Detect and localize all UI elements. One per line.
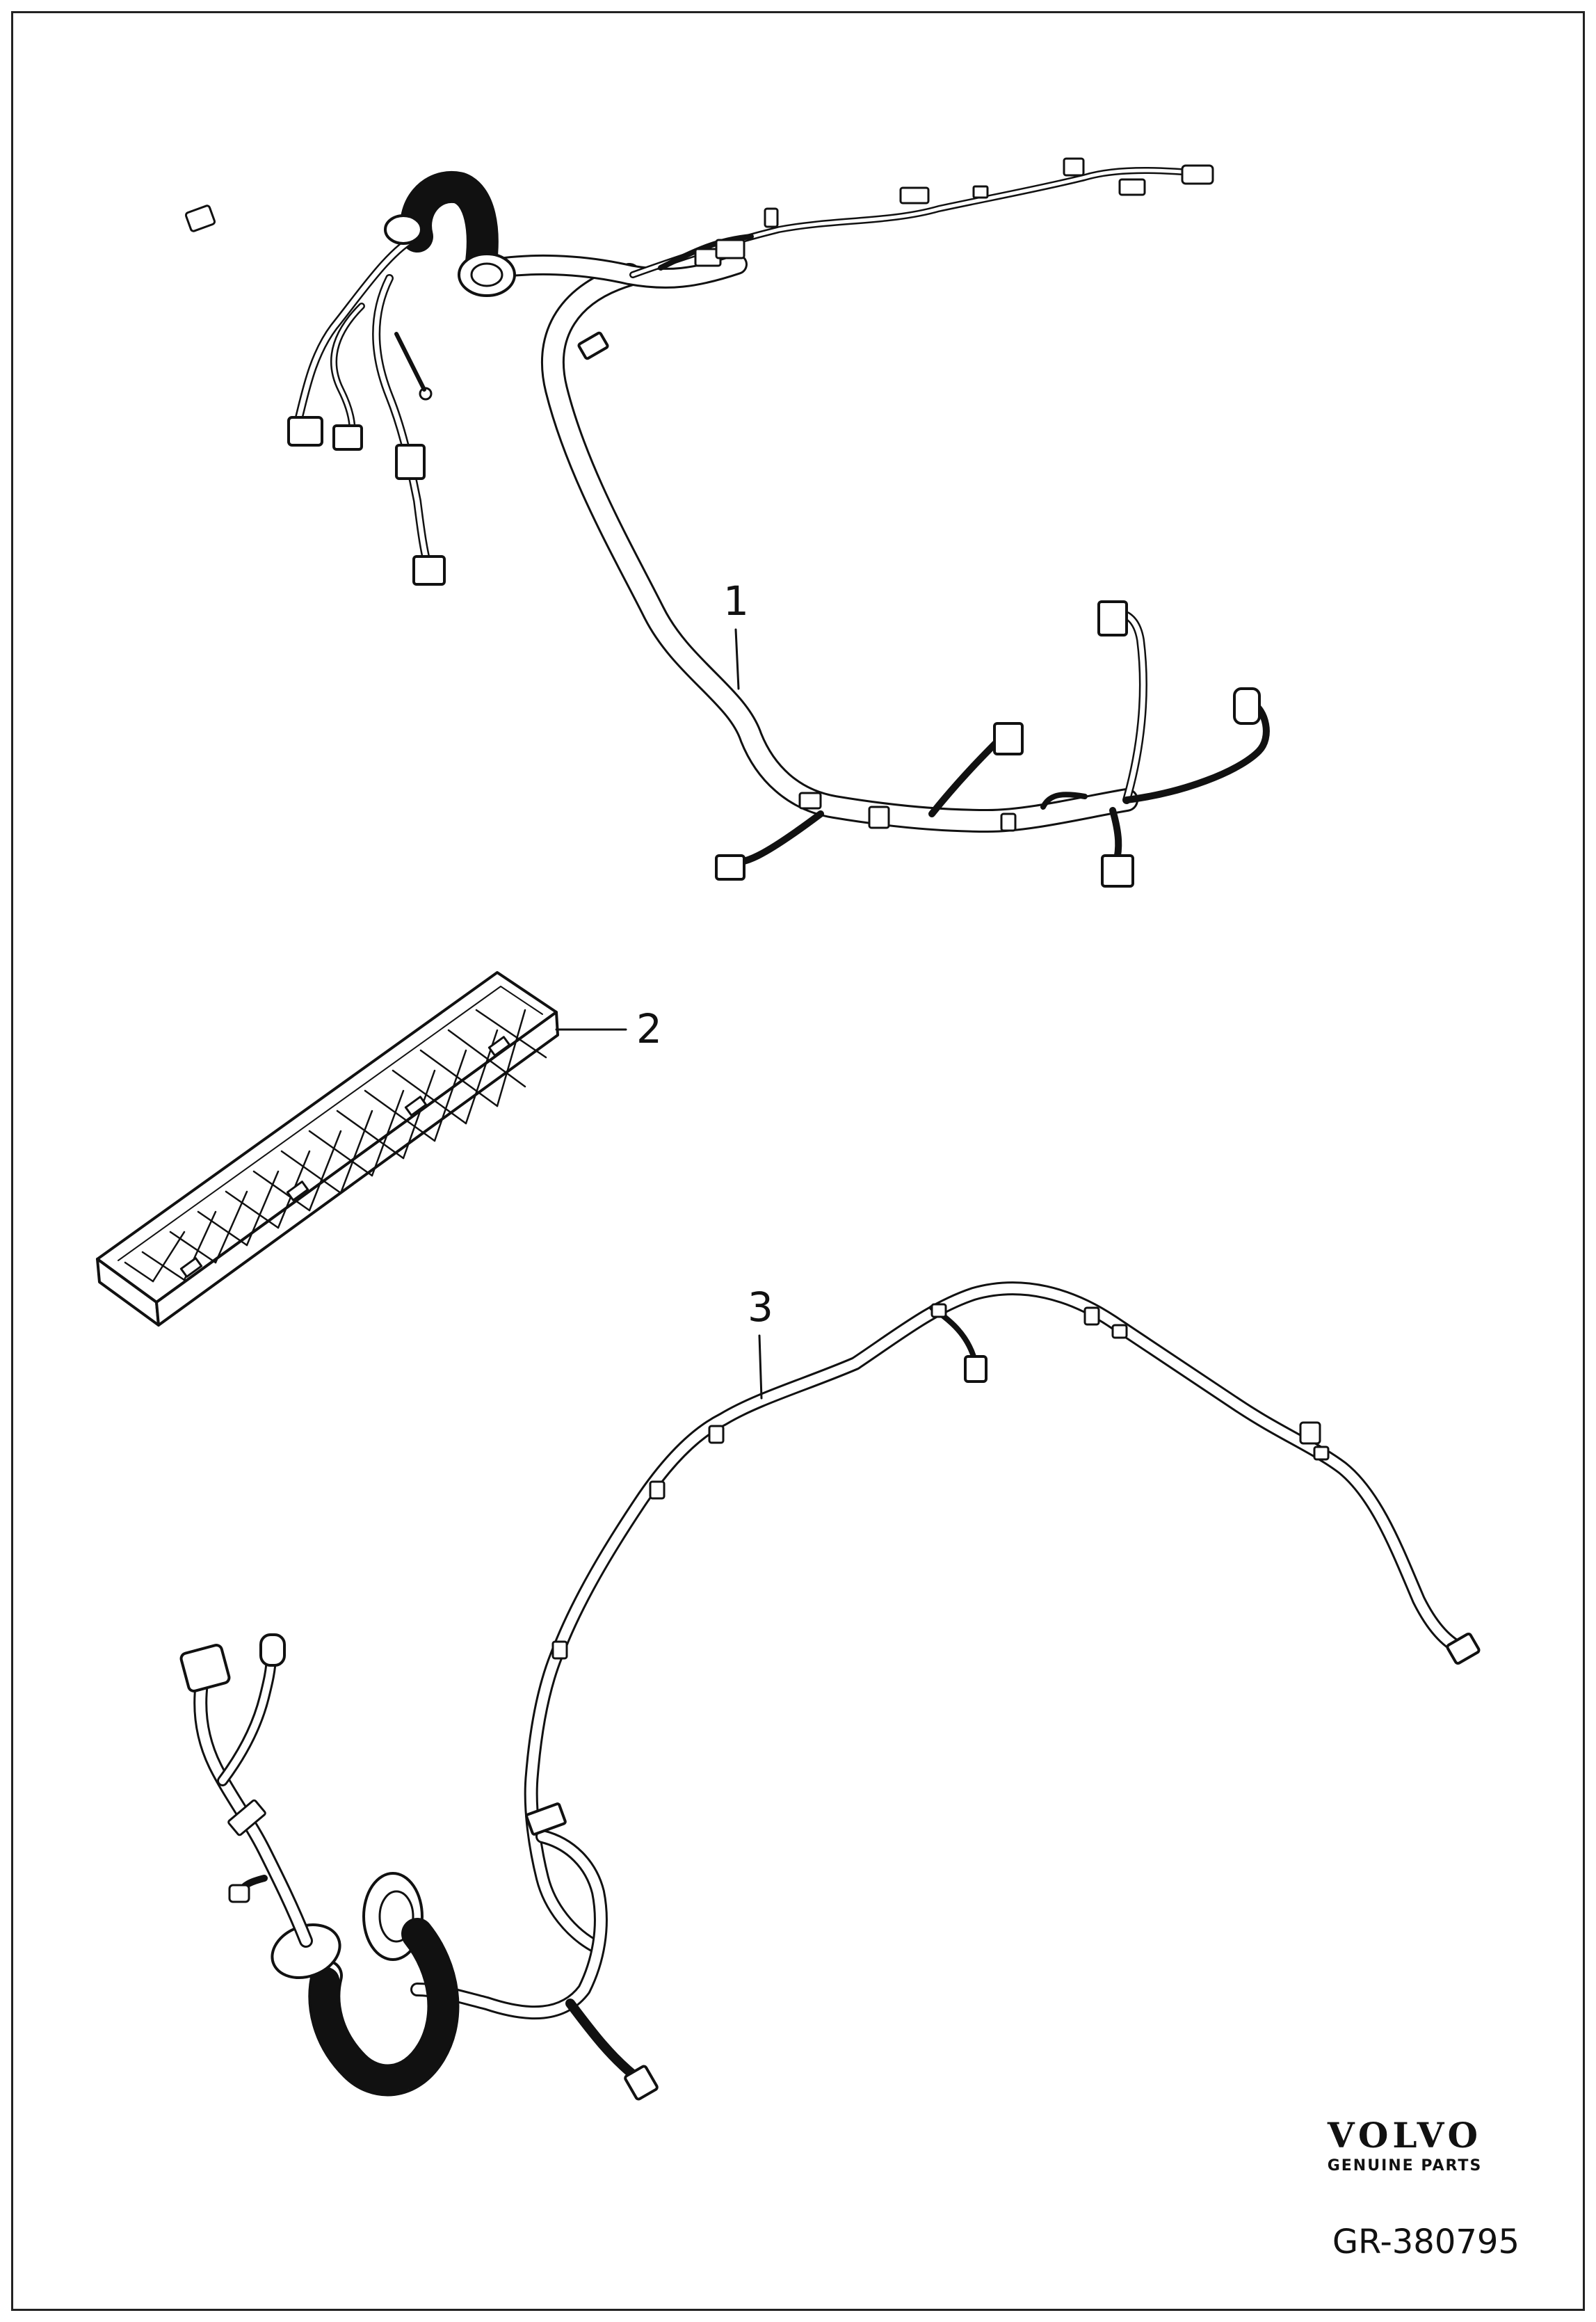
volvo-logo: VOLVO GENUINE PARTS bbox=[1290, 2115, 1520, 2175]
channel-pattern bbox=[124, 1009, 547, 1283]
diagram-frame bbox=[11, 11, 1585, 2311]
brand-name: VOLVO bbox=[1327, 2115, 1483, 2156]
wiring-harness-3 bbox=[179, 1281, 1481, 2101]
callout-3: 3 bbox=[748, 1283, 773, 1331]
brand-subtitle: GENUINE PARTS bbox=[1327, 2157, 1483, 2175]
cable-channel-2 bbox=[96, 971, 627, 1327]
grommet bbox=[458, 253, 516, 297]
callout-1: 1 bbox=[723, 577, 749, 625]
wiring-harness-1 bbox=[184, 157, 1270, 888]
diagram-reference: GR-380795 bbox=[1332, 2223, 1520, 2261]
callout-2: 2 bbox=[636, 1005, 662, 1052]
